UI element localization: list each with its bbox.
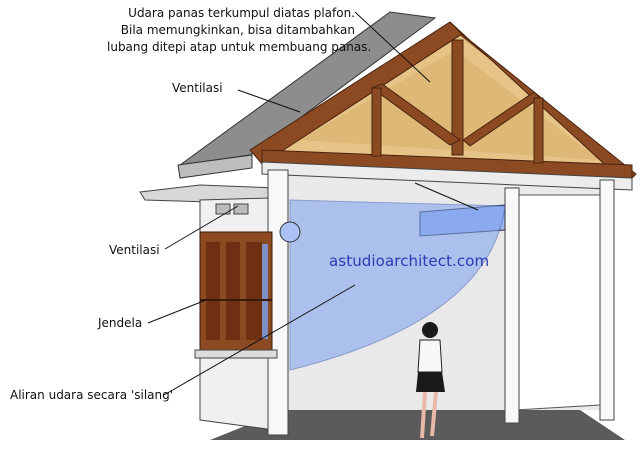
right-wall-interior bbox=[514, 194, 601, 411]
airflow-volume bbox=[289, 199, 506, 371]
person-head bbox=[422, 322, 438, 338]
watermark: astudioarchitect.com bbox=[329, 252, 490, 270]
vent-slot-1 bbox=[215, 203, 231, 215]
label-ventilasi-window: Ventilasi bbox=[109, 243, 160, 257]
strut-left-1 bbox=[370, 83, 461, 146]
airflow-inlet bbox=[279, 221, 301, 243]
person-top bbox=[417, 339, 443, 373]
person-skirt bbox=[416, 372, 445, 392]
window-pane-glass bbox=[262, 244, 268, 339]
heat-annotation-line-3: lubang ditepi atap untuk membuang panas. bbox=[107, 40, 372, 54]
leader-ceiling-vent bbox=[414, 182, 479, 211]
window-pane-2 bbox=[226, 242, 240, 340]
post-right bbox=[533, 97, 544, 164]
label-ventilasi-roof: Ventilasi bbox=[172, 81, 223, 95]
heat-annotation-line-2: Bila memungkinkan, bisa ditambahkan bbox=[120, 23, 355, 37]
person-leg-2 bbox=[430, 391, 438, 437]
king-post bbox=[451, 39, 464, 156]
person-leg-1 bbox=[420, 391, 427, 439]
column-front-mid bbox=[504, 187, 520, 424]
label-airflow: Aliran udara secara 'silang' bbox=[10, 388, 174, 402]
window-pane-1 bbox=[206, 242, 220, 340]
vent-slot-2 bbox=[233, 203, 249, 215]
heat-annotation-line-1: Udara panas terkumpul diatas plafon. bbox=[128, 6, 355, 20]
ground-shadow bbox=[210, 410, 625, 440]
roof-fascia-left bbox=[177, 154, 253, 179]
leader-annotation bbox=[354, 11, 431, 83]
leader-ventilasi-roof bbox=[237, 89, 301, 113]
window-pane-3 bbox=[246, 242, 262, 340]
ceiling-beam bbox=[261, 161, 633, 191]
leader-jendela bbox=[147, 299, 207, 324]
post-left bbox=[371, 87, 382, 157]
leader-ventilasi-window bbox=[164, 205, 239, 250]
column-front-right bbox=[599, 179, 615, 421]
leader-airflow bbox=[163, 284, 356, 396]
label-jendela: Jendela bbox=[98, 316, 143, 330]
heat-annotation: Udara panas terkumpul diatas plafon. Bil… bbox=[107, 5, 372, 56]
